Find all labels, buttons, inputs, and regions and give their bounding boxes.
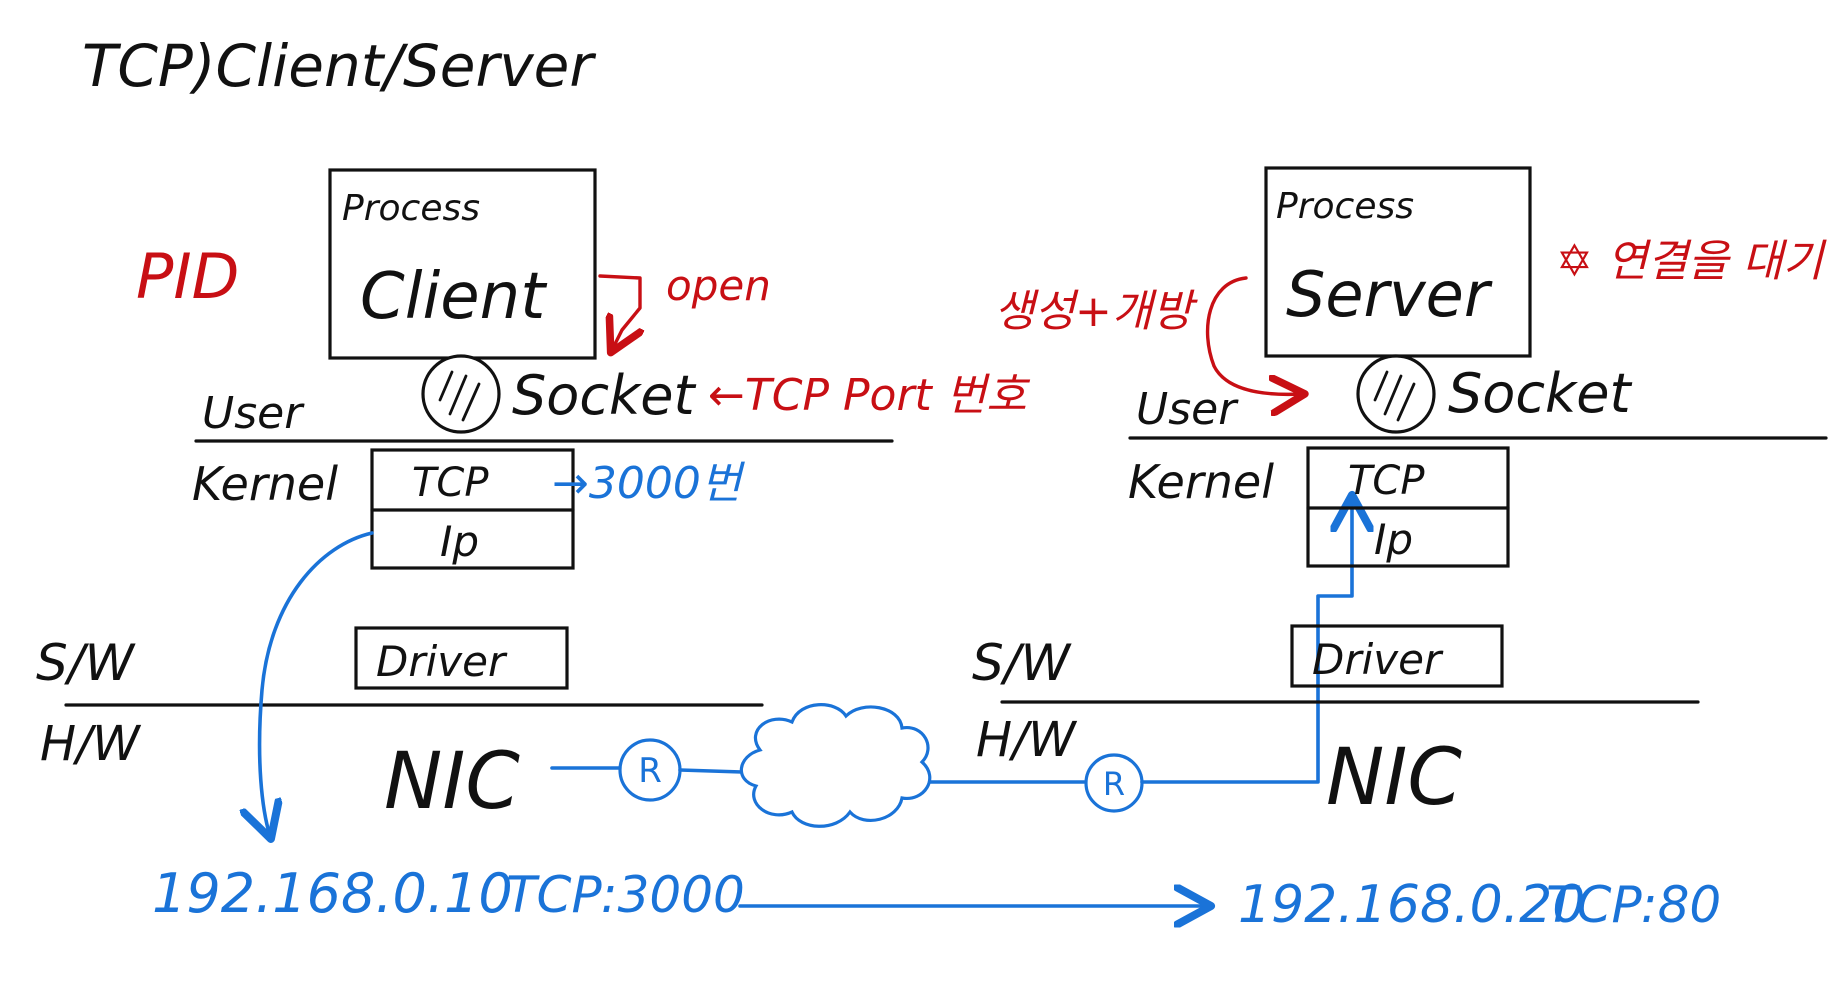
server-nic-label: NIC [1326, 733, 1462, 823]
diagram-title: TCP)Client/Server [82, 32, 596, 100]
client-ip-layer: Ip [440, 517, 479, 566]
server-ip-layer: Ip [1374, 515, 1413, 564]
client-pid-note: PID [136, 240, 239, 313]
server-socket-icon [1356, 354, 1436, 434]
client-process-label: Process [342, 188, 480, 229]
server-process-label: Process [1276, 186, 1414, 227]
client-driver-label: Driver [376, 637, 508, 686]
server-inbound-arrow [1140, 498, 1352, 784]
server-user-label: User [1136, 384, 1239, 435]
client-router-label: R [638, 751, 662, 791]
client-tcp-port: TCP:3000 [506, 866, 745, 924]
server-host: Process Server 생성+개방 ✡ 연결을 대기 Socket Use… [972, 166, 1828, 935]
client-address: 192.168.0.10 [152, 862, 513, 925]
router-cloud-link [678, 768, 744, 774]
network-path: R R [550, 498, 1352, 906]
server-address: 192.168.0.20 [1238, 875, 1585, 935]
client-open-note: open [666, 261, 771, 310]
server-create-arrow [1205, 276, 1302, 394]
client-process-name: Client [360, 260, 548, 334]
server-wait-note: ✡ 연결을 대기 [1556, 236, 1827, 287]
client-port-note: ←TCP Port 번호 [708, 370, 1030, 421]
server-driver-label: Driver [1312, 635, 1444, 684]
server-tcp-layer: TCP [1348, 458, 1425, 504]
client-kernel-label: Kernel [192, 457, 338, 511]
client-tcp-layer: TCP [412, 460, 489, 506]
client-host: Process Client PID open Socket ←TCP Port… [36, 168, 1030, 925]
internet-cloud-icon [739, 703, 932, 828]
client-socket-icon [421, 354, 501, 434]
server-tcp-port: TCP:80 [1546, 876, 1721, 934]
server-create-note: 생성+개방 [994, 286, 1198, 337]
server-driver-box [1290, 624, 1504, 688]
client-port-value: →3000번 [552, 458, 746, 509]
server-router-label: R [1103, 765, 1125, 803]
server-hw-label: H/W [976, 712, 1077, 768]
server-process-name: Server [1286, 258, 1493, 331]
server-sw-label: S/W [972, 634, 1072, 692]
client-open-arrow [598, 274, 640, 350]
client-user-label: User [202, 388, 305, 439]
client-hw-label: H/W [40, 716, 141, 772]
server-socket-label: Socket [1448, 362, 1632, 425]
client-socket-label: Socket [512, 364, 696, 427]
server-kernel-label: Kernel [1128, 455, 1274, 509]
client-sw-label: S/W [36, 634, 136, 692]
client-driver-box [354, 626, 569, 690]
client-nic-label: NIC [384, 737, 520, 827]
client-outbound-arrow [260, 531, 374, 836]
